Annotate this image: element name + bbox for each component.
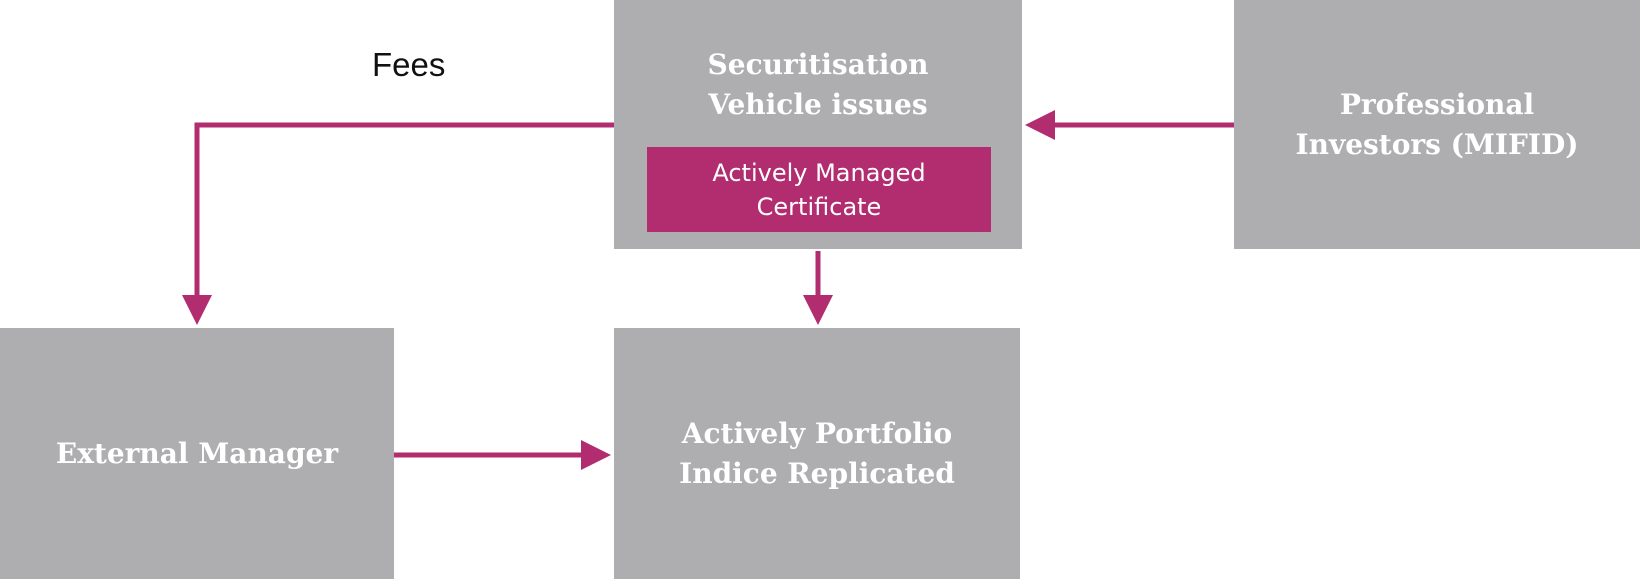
securitisation-vehicle-title: Securitisation Vehicle issues bbox=[708, 45, 929, 125]
node-label-line: Actively Managed bbox=[712, 158, 926, 187]
node-label-line: Investors (MIFID) bbox=[1295, 127, 1579, 161]
node-label-line: Vehicle issues bbox=[708, 88, 928, 121]
node-label-line: Securitisation bbox=[707, 48, 929, 81]
arrow-fees-to-external-manager bbox=[182, 122, 614, 325]
node-label-line: External Manager bbox=[55, 436, 339, 470]
professional-investors-node: Professional Investors (MIFID) bbox=[1234, 0, 1640, 249]
actively-portfolio-node: Actively Portfolio Indice Replicated bbox=[614, 328, 1020, 579]
node-label-line: Professional bbox=[1339, 87, 1535, 121]
external-manager-node: External Manager bbox=[0, 328, 394, 579]
node-label-line: Actively Portfolio bbox=[681, 416, 953, 450]
node-label-line: Indice Replicated bbox=[679, 456, 955, 490]
actively-managed-certificate-node: Actively Managed Certificate bbox=[647, 147, 991, 232]
node-label-line: Certificate bbox=[756, 192, 882, 221]
fees-label: Fees bbox=[372, 46, 446, 83]
securitisation-vehicle-node: Securitisation Vehicle issues bbox=[614, 0, 1022, 249]
